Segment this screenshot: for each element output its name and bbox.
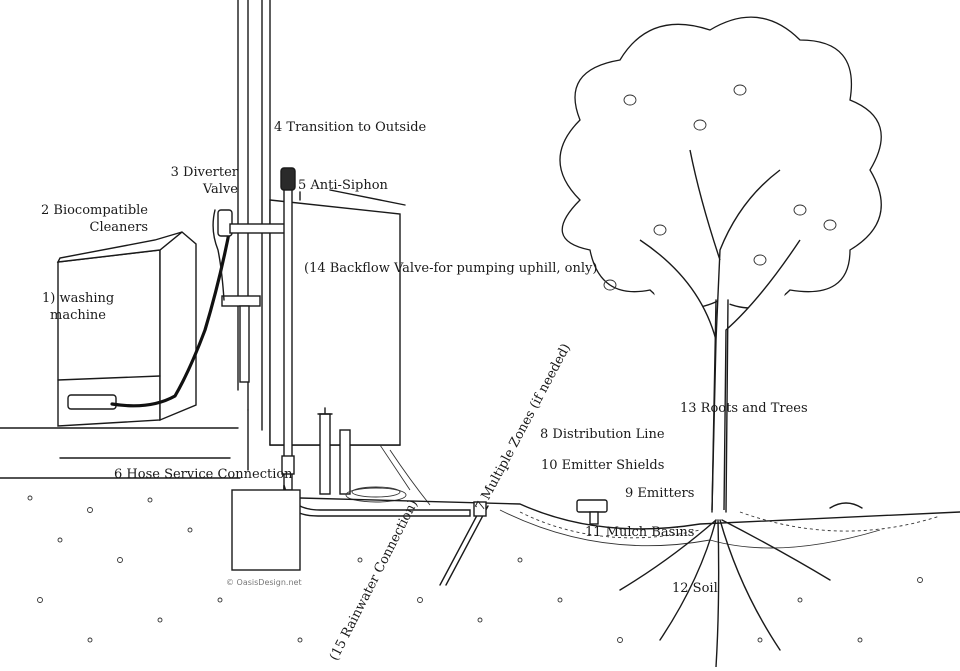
hose-service-drawing: [317, 407, 431, 506]
label-cleaners-line2: Cleaners: [89, 220, 149, 235]
label-diverter: 3 Diverter Valve: [150, 164, 238, 198]
credit-text: © OasisDesign.net: [226, 578, 302, 587]
diverter-valve-drawing: [212, 209, 291, 383]
label-washing-machine-line1: 1) washing: [42, 291, 115, 306]
label-roots-trees: 13 Roots and Trees: [680, 401, 808, 416]
label-diverter-line1: 3 Diverter: [170, 165, 238, 180]
label-cleaners: 2 Biocompatible Cleaners: [8, 202, 148, 236]
label-diverter-line2: Valve: [202, 182, 238, 197]
washing-machine-drawing: [56, 226, 232, 427]
ground: [0, 477, 960, 643]
shed-panel: [269, 189, 411, 491]
label-cleaners-line1: 2 Biocompatible: [40, 203, 148, 218]
label-washing-machine-line2: machine: [50, 308, 106, 323]
mulch-basins: [519, 499, 941, 539]
label-emitters: 9 Emitters: [625, 486, 695, 501]
label-backflow: (14 Backflow Valve-for pumping uphill, o…: [304, 261, 598, 276]
label-anti-siphon: 5 Anti-Siphon: [298, 178, 388, 193]
label-hose-service: 6 Hose Service Connection: [114, 467, 293, 482]
label-mulch-basins: 11 Mulch Basins: [585, 525, 695, 540]
label-transition: 4 Transition to Outside: [274, 120, 427, 135]
tree-drawing: [559, 16, 882, 668]
zone-valve-drawing: [439, 501, 489, 586]
label-emitter-shields: 10 Emitter Shields: [541, 458, 665, 473]
label-soil: 12 Soil: [672, 581, 718, 596]
label-washing-machine: 1) washing machine: [42, 290, 114, 324]
label-distribution-line: 8 Distribution Line: [540, 427, 665, 442]
